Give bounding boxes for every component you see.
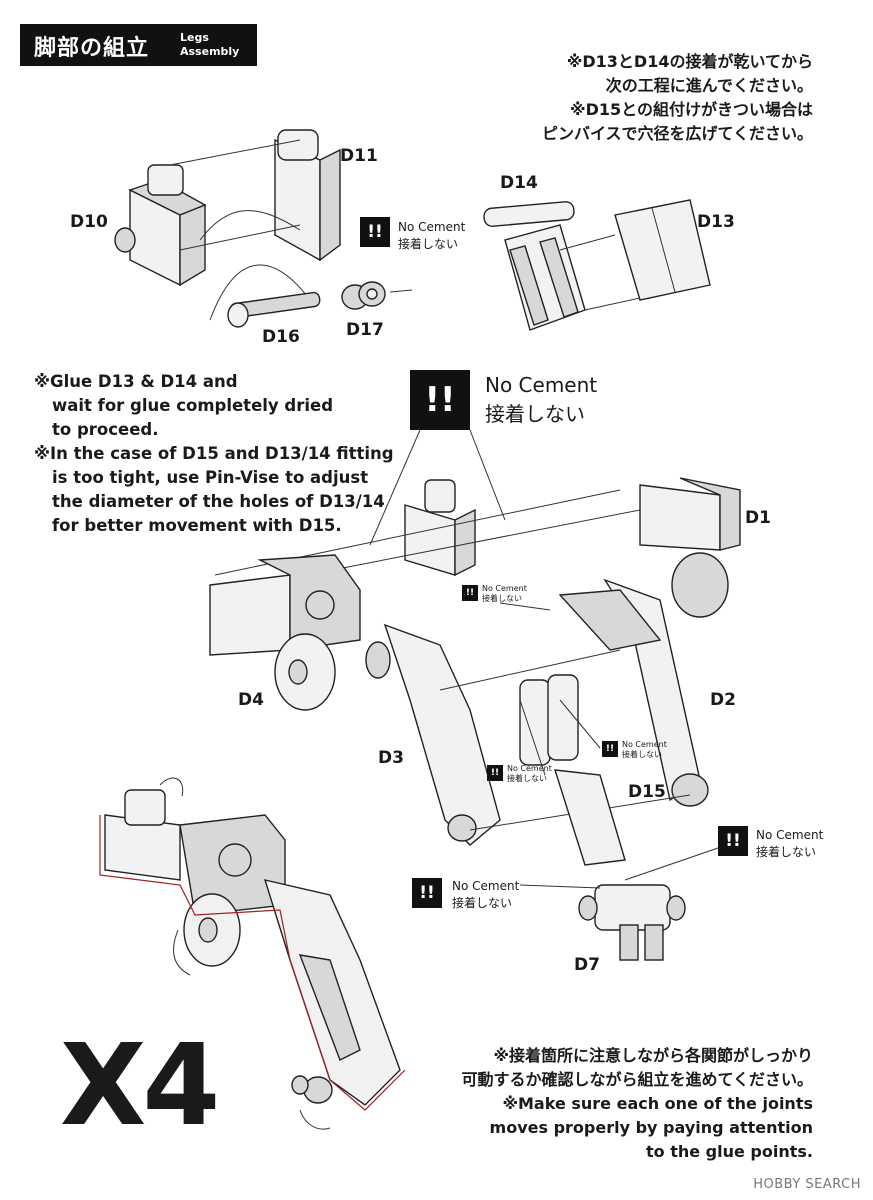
- label-d13: D13: [697, 212, 735, 232]
- part-chassis-drawing: [209, 554, 361, 656]
- no-cement-icon: !!: [360, 217, 390, 247]
- label-d16: D16: [262, 327, 300, 347]
- no-cement-icon: !!: [487, 765, 503, 781]
- no-cement-label: No Cement 接着しない: [485, 373, 598, 426]
- part-d1-drawing: [639, 477, 741, 618]
- part-d10-drawing: [114, 164, 207, 287]
- part-d14-drawing: [483, 201, 586, 331]
- label-d7: D7: [574, 955, 600, 975]
- completed-leg-drawing: [99, 789, 406, 1111]
- quantity-label: X4: [60, 1021, 220, 1151]
- part-d7-drawing: [578, 884, 686, 961]
- part-d3-drawing: [383, 623, 501, 846]
- part-d13-drawing: [614, 199, 711, 301]
- note-top-right: ※D13とD14の接着が乾いてから 次の工程に進んでください。 ※D15との組付…: [541, 52, 813, 143]
- rotate-arrow-icon: [173, 929, 191, 976]
- rotate-arrow-icon: [299, 1109, 331, 1130]
- part-d10-main-drawing: [404, 479, 476, 577]
- watermark: HOBBY SEARCH: [753, 1177, 861, 1192]
- no-cement-icon: !!: [462, 585, 478, 601]
- label-d2: D2: [710, 690, 736, 710]
- note-bottom: ※接着箇所に注意しながら各関節がしっかり 可動するか確認しながら組立を進めてくだ…: [461, 1046, 813, 1161]
- no-cement-icon: !!: [412, 878, 442, 908]
- no-cement-label: No Cement 接着しない: [452, 879, 520, 910]
- label-d3: D3: [378, 748, 404, 768]
- no-cement-label: No Cement 接着しない: [507, 764, 552, 783]
- label-d10: D10: [70, 212, 108, 232]
- part-d4-drawing: [274, 633, 391, 711]
- no-cement-label: No Cement 接着しない: [756, 828, 824, 859]
- label-d17: D17: [346, 320, 384, 340]
- part-d2-drawing: [558, 578, 709, 807]
- rotate-arrow-icon: [159, 777, 184, 797]
- label-d1: D1: [745, 508, 771, 528]
- part-d15-drawing: [519, 674, 626, 866]
- label-d4: D4: [238, 690, 264, 710]
- no-cement-icon: !!: [410, 370, 470, 430]
- section-title-en: Legs Assembly: [180, 31, 240, 58]
- section-header: 脚部の組立 Legs Assembly: [20, 24, 257, 66]
- part-d11-drawing: [274, 129, 341, 262]
- no-cement-icon: !!: [602, 741, 618, 757]
- part-d16-drawing: [227, 291, 321, 328]
- label-d15: D15: [628, 782, 666, 802]
- label-d11: D11: [340, 146, 378, 166]
- section-title-jp: 脚部の組立: [34, 36, 150, 61]
- no-cement-icon: !!: [718, 826, 748, 856]
- no-cement-label: No Cement 接着しない: [482, 584, 527, 603]
- no-cement-label: No Cement 接着しない: [398, 220, 466, 251]
- no-cement-label: No Cement 接着しない: [622, 740, 667, 759]
- label-d14: D14: [500, 173, 538, 193]
- part-d17-drawing: [341, 281, 386, 310]
- note-left: ※Glue D13 & D14 and wait for glue comple…: [34, 372, 394, 535]
